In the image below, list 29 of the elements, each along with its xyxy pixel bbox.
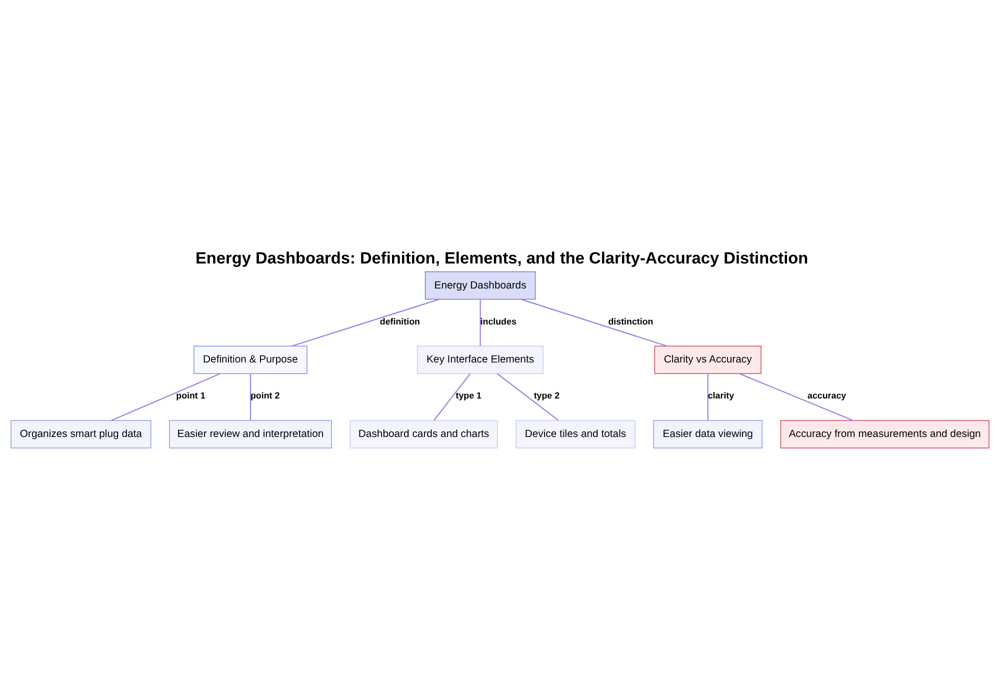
- connector: [707, 374, 708, 420]
- connector: [291, 298, 440, 347]
- node-box: Definition & Purpose: [194, 346, 308, 374]
- diagram-title: Energy Dashboards: Definition, Elements, and the Clarity-Accuracy Distinction: [195, 249, 808, 268]
- connector: [434, 373, 471, 421]
- node-box: Key Interface Elements: [417, 346, 544, 374]
- edge-label: clarity: [708, 390, 734, 401]
- edge-label: includes: [480, 316, 516, 326]
- node-box: Clarity vs Accuracy: [654, 346, 762, 374]
- connector: [520, 298, 668, 347]
- node-box: Device tiles and totals: [516, 420, 636, 448]
- node-box: Easier review and interpretation: [169, 420, 332, 448]
- connector: [250, 374, 252, 420]
- edge-label: definition: [380, 316, 420, 326]
- node-box: Organizes smart plug data: [10, 420, 152, 448]
- edge-label: type 2: [534, 390, 560, 401]
- connector: [496, 373, 559, 421]
- edge-label: type 1: [456, 390, 482, 401]
- connector: [111, 373, 220, 421]
- edge-label: accuracy: [808, 390, 846, 401]
- edge-label: point 1: [176, 390, 206, 401]
- edge-label: distinction: [608, 316, 654, 326]
- connector: [739, 373, 854, 421]
- node-box: Accuracy from measurements and design: [780, 420, 990, 448]
- connector: [480, 299, 481, 346]
- node-box: Easier data viewing: [653, 420, 763, 448]
- node-box: Dashboard cards and charts: [350, 420, 498, 448]
- node-box: Energy Dashboards: [424, 271, 536, 300]
- edge-label: point 2: [250, 390, 280, 401]
